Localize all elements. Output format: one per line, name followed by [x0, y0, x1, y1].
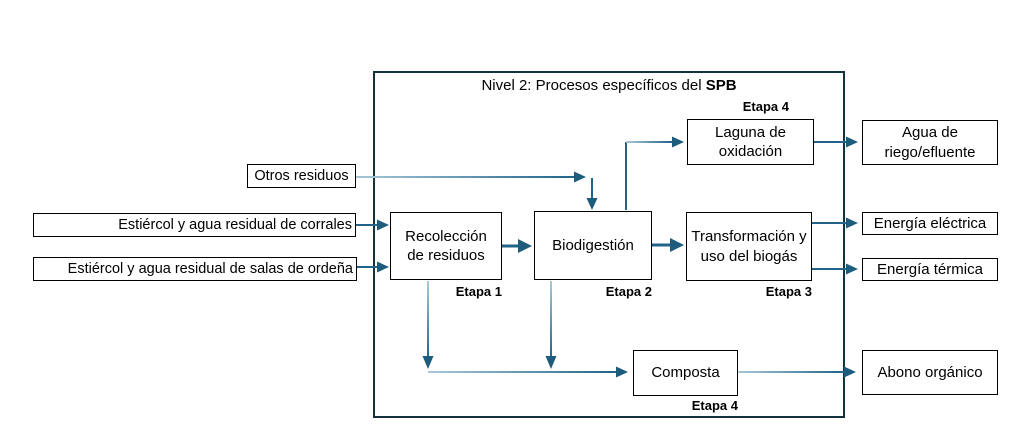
process-label-laguna-line2: oxidación	[718, 143, 783, 160]
process-label-biodigestion: Biodigestión	[552, 236, 634, 254]
output-label-energia-electrica: Energía eléctrica	[873, 214, 987, 232]
input-label-ordena: Estiércol y agua residual de salas de or…	[67, 260, 353, 277]
process-label-recoleccion-line1: Recolección	[405, 227, 487, 245]
output-label-agua-riego-line1: Agua de	[902, 124, 958, 141]
process-label-composta: Composta	[651, 364, 720, 382]
output-box-agua-riego: Agua de riego/efluente	[862, 120, 998, 165]
process-box-recoleccion: Recolección de residuos	[390, 212, 502, 280]
input-box-ordena: Estiércol y agua residual de salas de or…	[33, 257, 357, 281]
output-label-abono-organico: Abono orgánico	[877, 363, 983, 381]
process-box-laguna: Laguna de oxidación	[687, 119, 814, 165]
input-label-corrales: Estiércol y agua residual de corrales	[118, 216, 352, 233]
stage-label-etapa4-composta: Etapa 4	[691, 398, 738, 413]
output-box-energia-electrica: Energía eléctrica	[862, 212, 998, 235]
stage-label-etapa1: Etapa 1	[455, 284, 502, 299]
output-label-agua-riego-line2: riego/efluente	[884, 143, 976, 161]
process-box-biodigestion: Biodigestión	[534, 211, 652, 280]
output-box-energia-termica: Energía térmica	[862, 258, 998, 281]
process-label-recoleccion-line2: de residuos	[407, 247, 485, 264]
stage-label-etapa2: Etapa 2	[605, 284, 652, 299]
input-box-otros-residuos: Otros residuos	[247, 164, 356, 188]
process-label-transformacion-line2: uso del biogás	[700, 247, 798, 265]
output-label-energia-termica: Energía térmica	[877, 260, 983, 278]
process-box-transformacion: Transformación y uso del biogás	[686, 212, 812, 281]
process-label-transformacion-line1: Transformación y	[691, 228, 807, 245]
process-label-laguna-line1: Laguna de	[715, 123, 786, 141]
output-box-abono-organico: Abono orgánico	[862, 350, 998, 395]
diagram-title-emphasis: SPB	[705, 77, 737, 94]
diagram-title-text: Nivel 2: Procesos específicos del	[481, 77, 706, 94]
spb-frame	[373, 71, 845, 418]
stage-label-etapa3: Etapa 3	[765, 284, 812, 299]
input-label-otros-residuos: Otros residuos	[254, 167, 349, 184]
diagram-title: Nivel 2: Procesos específicos del SPB	[373, 77, 845, 94]
stage-label-etapa4-laguna: Etapa 4	[742, 99, 789, 114]
input-box-corrales: Estiércol y agua residual de corrales	[33, 213, 356, 237]
process-box-composta: Composta	[633, 350, 738, 396]
